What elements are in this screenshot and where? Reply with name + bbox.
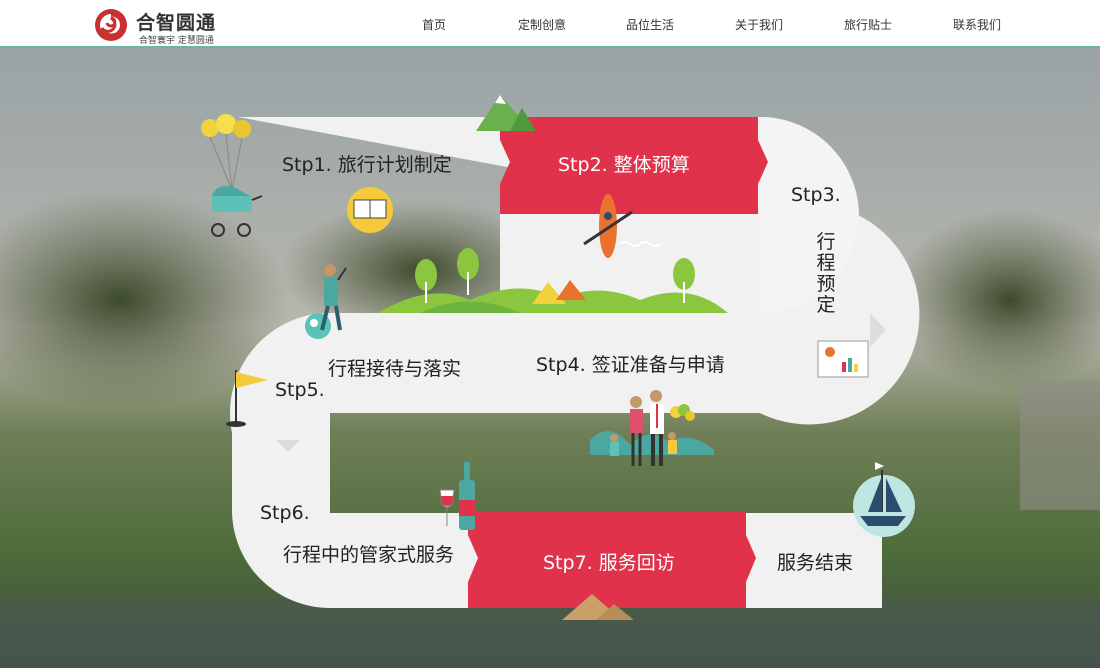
- step6-text: 行程中的管家式服务: [283, 544, 455, 566]
- nav-item-custom-ideas[interactable]: 定制创意: [517, 18, 567, 32]
- golf-flag-icon: [226, 370, 268, 427]
- end-label: 服务结束: [777, 552, 854, 574]
- step5-text: 行程接待与落实: [328, 358, 462, 380]
- brand-slogan: 合智寰宇 定慧圆通: [139, 36, 214, 46]
- brand-name: 合智圆通: [136, 12, 217, 34]
- step6-label: Stp6.: [260, 502, 310, 524]
- step7-label: Stp7. 服务回访: [543, 552, 675, 574]
- site-header: 合智圆通 合智寰宇 定慧圆通 首页 定制创意 品位生活 关于我们 旅行贴士 联系…: [0, 0, 1100, 48]
- hills-camp-illustration: [378, 248, 728, 313]
- pyramids-icon: [562, 594, 634, 620]
- mountain-icon: [476, 95, 536, 131]
- sailboat-icon: [853, 462, 915, 537]
- family-icon: [590, 390, 714, 466]
- nav-item-contact-us[interactable]: 联系我们: [952, 18, 1002, 32]
- balloon-stroller-icon: [201, 114, 263, 237]
- kayak-icon: [583, 194, 661, 258]
- process-hero: Stp1. 旅行计划制定 Stp2. 整体预算 Stp3. 行程预定 Stp4.…: [0, 48, 1100, 668]
- step3-text: 行程预定: [816, 231, 836, 316]
- golfer-icon: [305, 264, 347, 339]
- report-chart-icon: [817, 340, 869, 378]
- step3-label: Stp3.: [791, 184, 841, 206]
- step7-block: [468, 511, 756, 608]
- hero-background: [0, 48, 1100, 668]
- step5-label: Stp5.: [275, 379, 325, 401]
- step2-block: [500, 117, 768, 214]
- nav-item-quality-life[interactable]: 品位生活: [625, 18, 675, 32]
- nav-item-home[interactable]: 首页: [421, 18, 447, 32]
- step4-label: Stp4. 签证准备与申请: [536, 354, 725, 376]
- step2-label: Stp2. 整体预算: [558, 154, 690, 176]
- brand-logo[interactable]: 合智圆通 合智寰宇 定慧圆通: [94, 8, 234, 46]
- wine-bottle-icon: [439, 462, 475, 530]
- logo-swirl-icon: [95, 9, 127, 41]
- step1-label: Stp1. 旅行计划制定: [282, 154, 452, 176]
- nav-item-travel-tips[interactable]: 旅行贴士: [843, 18, 893, 32]
- nav-item-about-us[interactable]: 关于我们: [734, 18, 784, 32]
- book-icon: [347, 187, 393, 233]
